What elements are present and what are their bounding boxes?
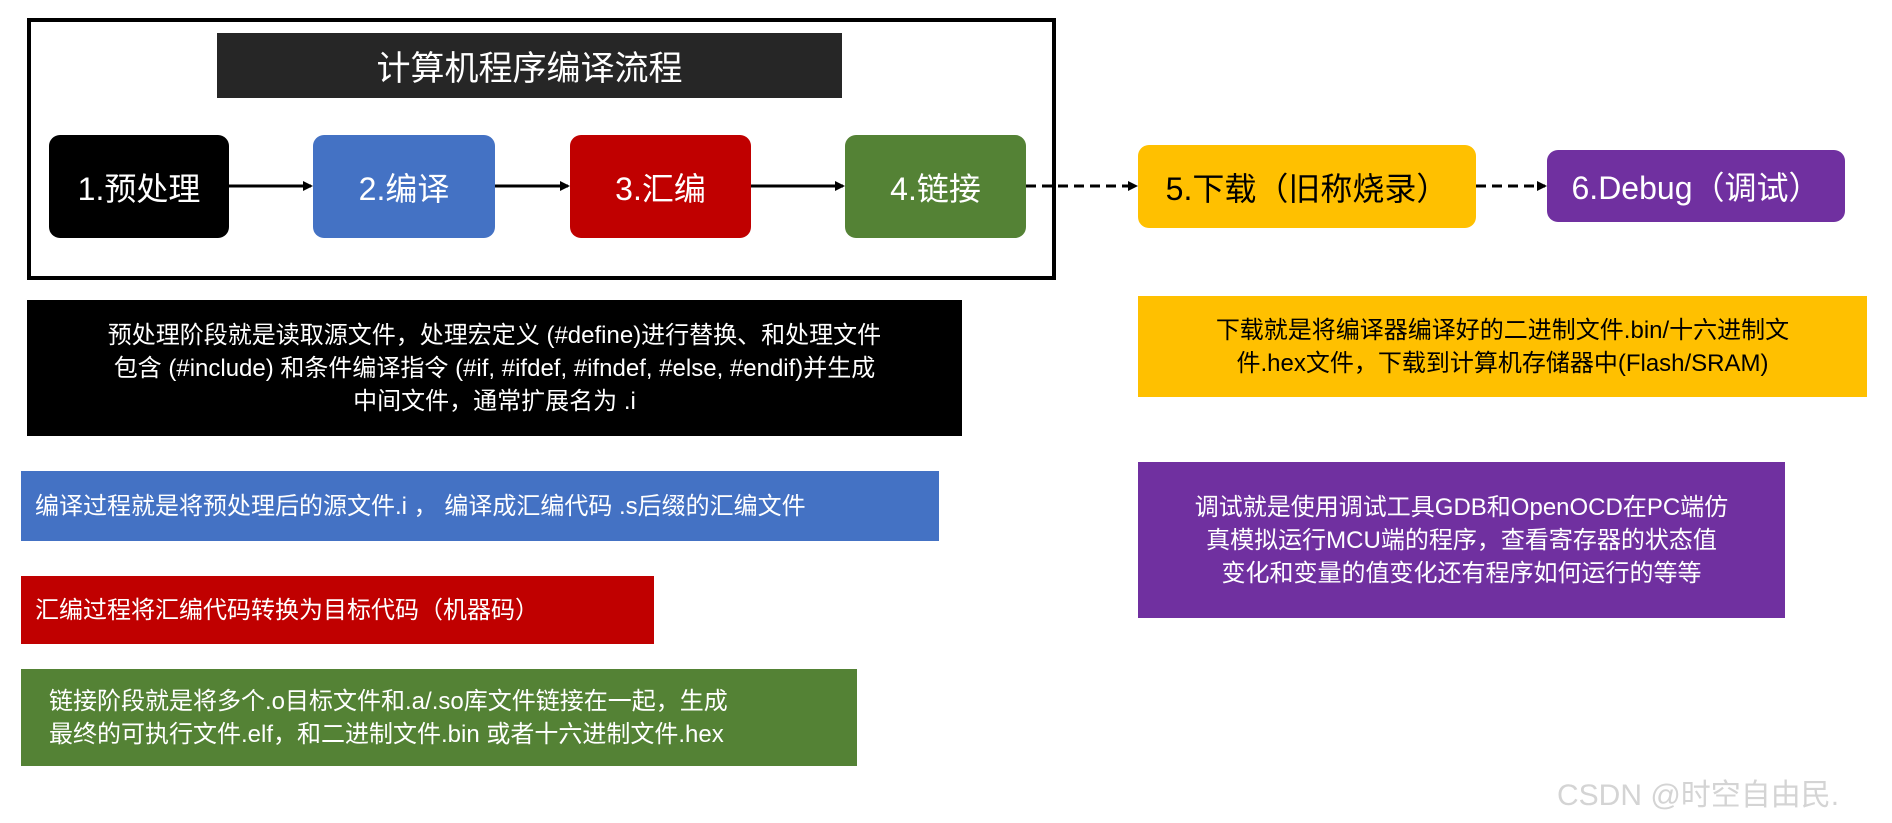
compile-flow-frame [27,18,1056,280]
watermark: CSDN @时空自由民. [1557,779,1840,812]
desc-line: 最终的可执行文件.elf，和二进制文件.bin 或者十六进制文件.hex [49,720,724,748]
desc-line: 预处理阶段就是读取源文件，处理宏定义 (#define)进行替换、和处理文件 [107,321,882,349]
download-description: 下载就是将编译器编译好的二进制文件.bin/十六进制文 件.hex文件，下载到计… [1138,296,1867,397]
desc-line: 调试就是使用调试工具GDB和OpenOCD在PC端仿 [1194,493,1729,521]
compile-description: 编译过程就是将预处理后的源文件.i ， 编译成汇编代码 .s后缀的汇编文件 [21,471,939,541]
diagram-title: 计算机程序编译流程 [217,33,842,98]
step-debug: 6.Debug（调试） [1547,150,1845,222]
desc-line: 中间文件，通常扩展名为 .i [353,387,636,415]
desc-line: 包含 (#include) 和条件编译指令 (#if, #ifdef, #ifn… [113,354,876,382]
desc-line: 件.hex文件，下载到计算机存储器中(Flash/SRAM) [1236,349,1769,377]
desc-line: 下载就是将编译器编译好的二进制文件.bin/十六进制文 [1215,316,1790,344]
step-download: 5.下载（旧称烧录） [1138,145,1476,228]
step-compile: 2.编译 [313,135,495,238]
desc-line: 链接阶段就是将多个.o目标文件和.a/.so库文件链接在一起，生成 [49,687,728,715]
step-link: 4.链接 [845,135,1026,238]
assemble-description: 汇编过程将汇编代码转换为目标代码（机器码） [21,576,654,644]
step-assemble: 3.汇编 [570,135,751,238]
desc-line: 变化和变量的值变化还有程序如何运行的等等 [1221,559,1702,587]
step-preprocess: 1.预处理 [49,135,229,238]
debug-description: 调试就是使用调试工具GDB和OpenOCD在PC端仿 真模拟运行MCU端的程序，… [1138,462,1785,618]
link-description: 链接阶段就是将多个.o目标文件和.a/.so库文件链接在一起，生成 最终的可执行… [21,669,857,766]
preprocess-description: 预处理阶段就是读取源文件，处理宏定义 (#define)进行替换、和处理文件 包… [27,300,962,436]
desc-line: 真模拟运行MCU端的程序，查看寄存器的状态值 [1206,526,1717,554]
